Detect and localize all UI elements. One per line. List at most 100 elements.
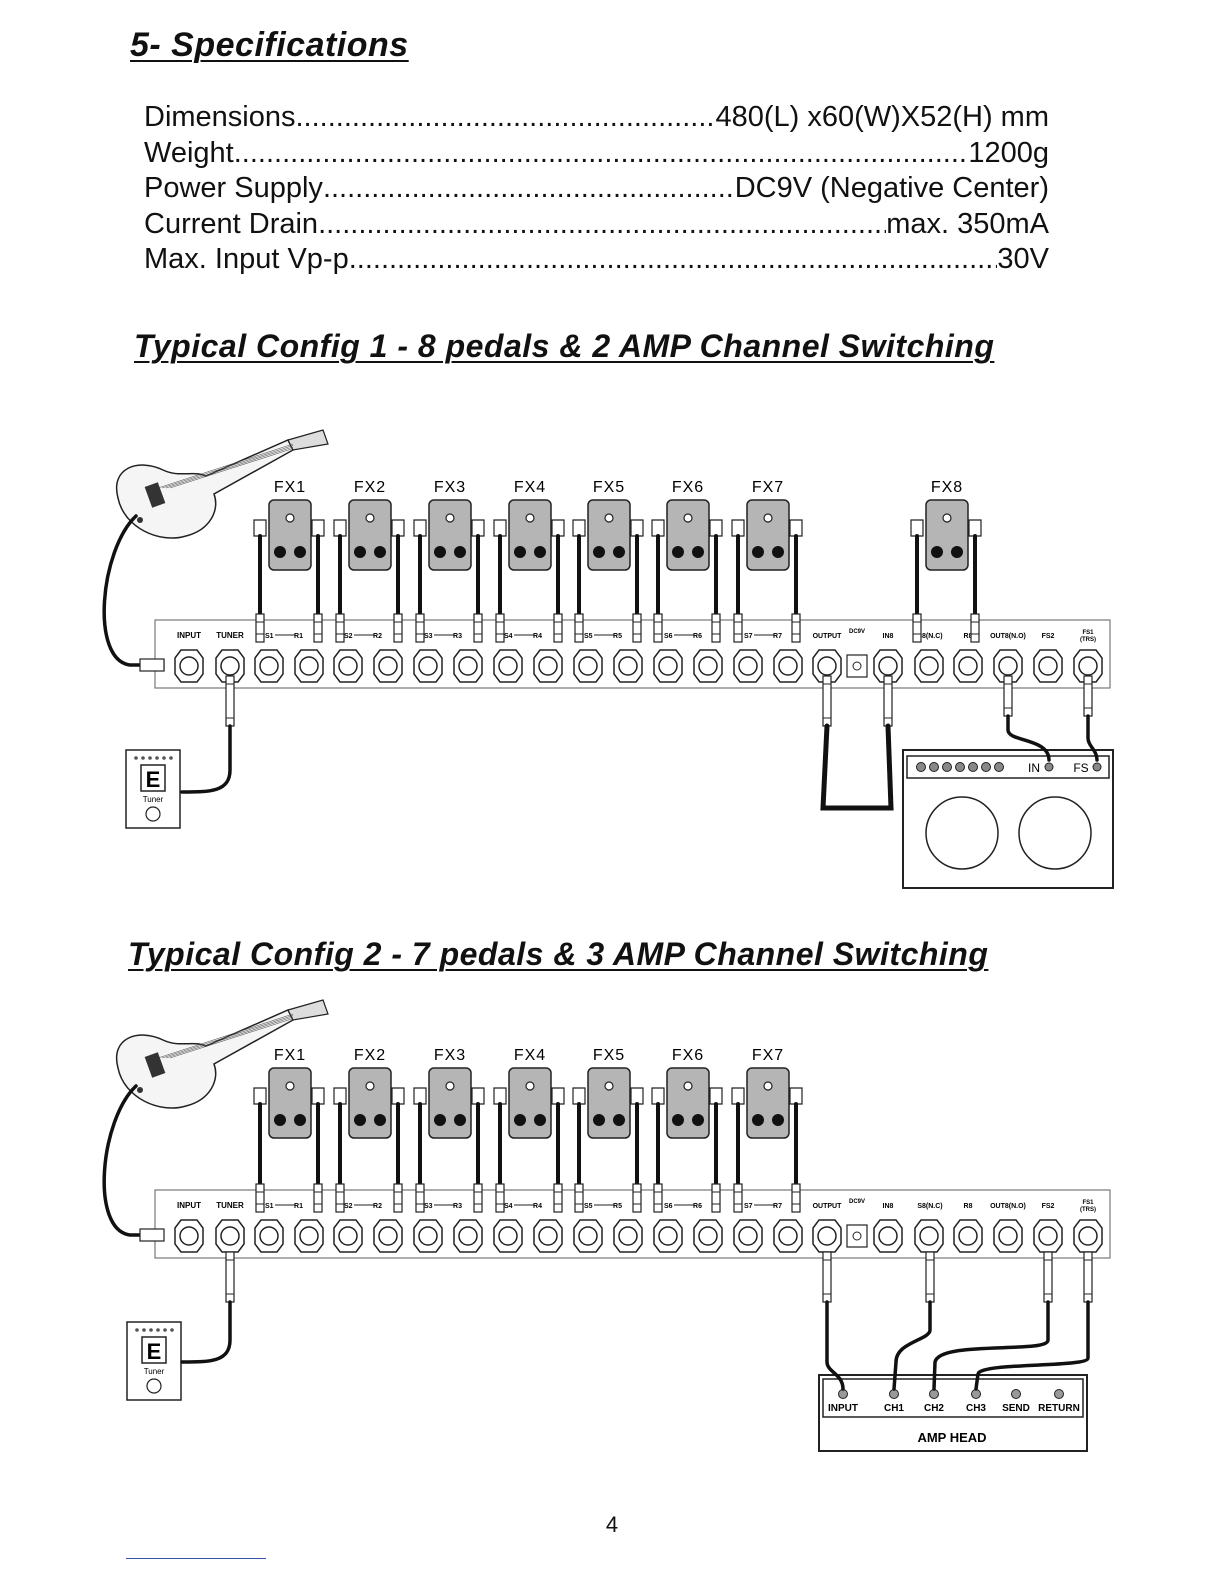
pedal-jack-dot <box>294 546 306 558</box>
patch-plug-head <box>968 519 982 537</box>
config2-title: Typical Config 2 - 7 pedals & 3 AMP Chan… <box>128 936 989 972</box>
jack-socket <box>958 1226 978 1246</box>
patch-plug-head <box>651 1087 665 1105</box>
pedal-label: FX3 <box>434 1047 466 1064</box>
amp-head-label: AMP HEAD <box>917 1430 986 1445</box>
dc-power-pin <box>852 661 862 671</box>
jack-socket <box>538 1226 558 1246</box>
pedal-label: FX5 <box>593 1047 625 1064</box>
plug-body <box>711 613 721 643</box>
jack-socket <box>498 656 518 676</box>
amp-head-jack <box>971 1389 981 1399</box>
jack-label: R3 <box>453 1203 462 1210</box>
jack-socket <box>498 1226 518 1246</box>
spec-value: 1200g <box>968 136 1049 169</box>
jack-label: S6 <box>664 633 673 640</box>
guitar-string <box>169 1018 294 1059</box>
guitar-string <box>161 1015 294 1059</box>
jack-label: R8 <box>964 1203 973 1210</box>
amp-head-panel <box>822 1378 1084 1418</box>
patch-plug-head <box>311 1087 325 1105</box>
plug-body <box>653 613 663 643</box>
cable <box>1006 714 1051 762</box>
guitar-string <box>165 446 294 489</box>
effect-pedal-icon <box>508 1067 552 1139</box>
pedal-jack-dot <box>752 546 764 558</box>
effect-pedal-icon <box>508 499 552 571</box>
amp-knob <box>942 762 952 772</box>
pedal-jack-dot <box>454 1114 466 1126</box>
patch-plug-head <box>333 1087 347 1105</box>
pedal-jack-dot <box>354 546 366 558</box>
cable <box>1086 714 1099 762</box>
pedal-knob <box>683 1081 693 1091</box>
page-number: 4 <box>605 1512 619 1537</box>
jack-label: S8(N.C) <box>917 1203 942 1210</box>
spec-row-power-supply: Power Supply DC9V (Negative Center) <box>144 171 1049 207</box>
jack-label: S6 <box>664 1203 673 1210</box>
input-plug <box>139 1228 165 1242</box>
jack-label: R1 <box>294 633 303 640</box>
jack-label: R6 <box>693 1203 702 1210</box>
jack-socket <box>378 656 398 676</box>
specifications-title: 5- Specifications <box>130 26 409 64</box>
jack-socket <box>458 1226 478 1246</box>
pedal-knob <box>445 513 455 523</box>
pedal-jack-dot <box>374 1114 386 1126</box>
guitar-output-jack <box>137 1087 143 1093</box>
config1-title: Typical Config 1 - 8 pedals & 2 AMP Chan… <box>134 328 995 364</box>
pedal-knob <box>445 1081 455 1091</box>
pedal-knob <box>683 513 693 523</box>
guitar-output-jack <box>137 517 143 523</box>
tuner-led <box>149 1328 153 1332</box>
jack-label: R8 <box>964 633 973 640</box>
plug-body <box>415 613 425 643</box>
amp-head-jack <box>1054 1389 1064 1399</box>
pedal-knob <box>604 1081 614 1091</box>
plug-body <box>733 1183 743 1213</box>
pedal-label: FX6 <box>672 1047 704 1064</box>
patch-plug-head <box>391 1087 405 1105</box>
amp-knob <box>955 762 965 772</box>
pedal-label: FX1 <box>274 1047 306 1064</box>
jack-label: R2 <box>373 1203 382 1210</box>
amp-head-jack <box>929 1389 939 1399</box>
plug-body <box>1083 675 1093 717</box>
pedal-knob <box>285 1081 295 1091</box>
plug-body <box>791 613 801 643</box>
jack-socket <box>538 656 558 676</box>
pedal-label: FX5 <box>593 479 625 496</box>
effect-pedal-icon <box>746 499 790 571</box>
jack-socket <box>778 1226 798 1246</box>
jack-label: DC9V <box>849 1199 865 1205</box>
jack-socket <box>259 1226 279 1246</box>
guitar-headstock <box>287 429 329 451</box>
amp-knob <box>994 762 1004 772</box>
spec-row-dimensions: Dimensions 480(L) x60(W)X52(H) mm <box>144 100 1049 136</box>
pedal-knob <box>763 513 773 523</box>
guitar-string <box>161 445 294 489</box>
amp-knob <box>968 762 978 772</box>
guitar-string <box>157 1013 294 1059</box>
spec-row-max-input: Max. Input Vp-p 30V <box>144 242 1049 278</box>
tuner-led <box>162 756 166 760</box>
jack-label: S7 <box>744 633 753 640</box>
guitar-string <box>169 448 294 489</box>
jack-label: (TRS) <box>1080 637 1096 643</box>
pedal-knob <box>365 1081 375 1091</box>
jack-socket <box>378 1226 398 1246</box>
jack-socket <box>878 1226 898 1246</box>
jack-label: R5 <box>613 1203 622 1210</box>
tuner-led <box>148 756 152 760</box>
pedal-label: FX6 <box>672 479 704 496</box>
amp-knob <box>981 762 991 772</box>
pedal-knob <box>763 1081 773 1091</box>
patch-plug-head <box>471 1087 485 1105</box>
jack-label: R4 <box>533 633 542 640</box>
spec-label: Max. Input Vp-p <box>144 243 349 275</box>
pedal-jack-dot <box>752 1114 764 1126</box>
jack-label: S4 <box>504 633 513 640</box>
jack-socket <box>179 656 199 676</box>
effect-pedal-icon <box>268 499 312 571</box>
tuner-led <box>169 756 173 760</box>
